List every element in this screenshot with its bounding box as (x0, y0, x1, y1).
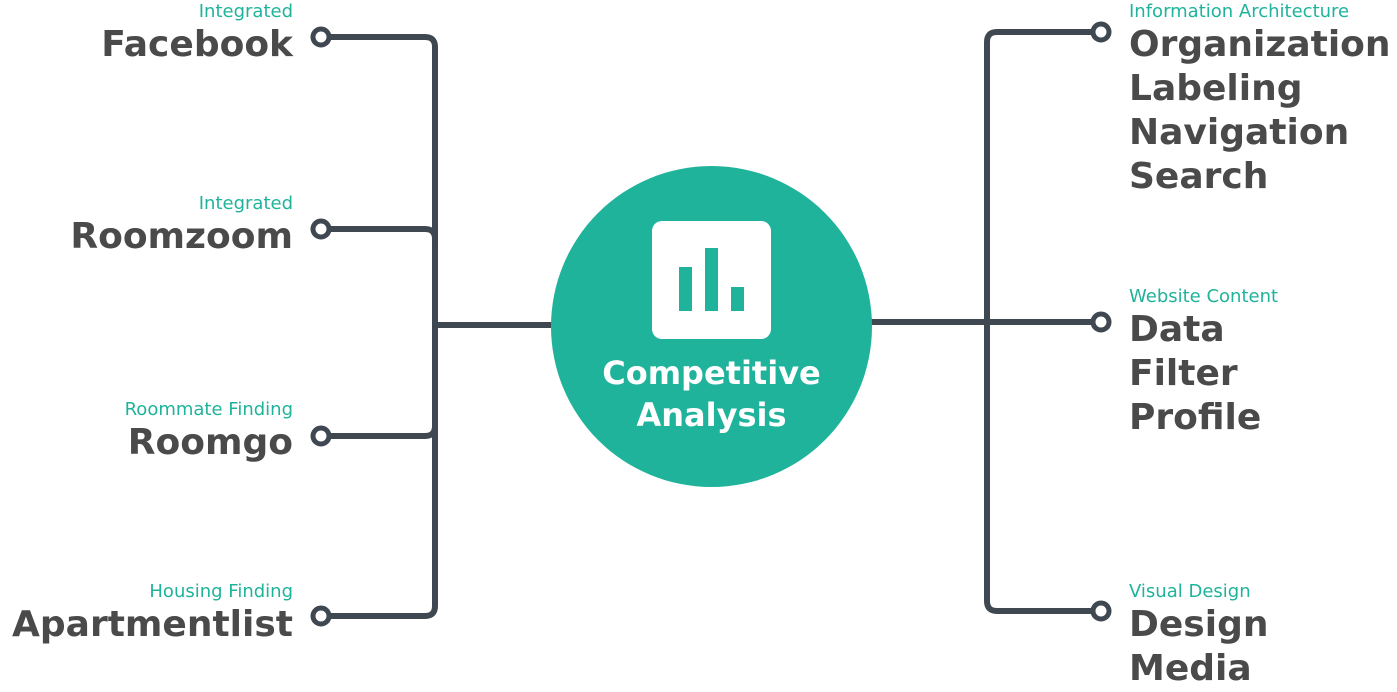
left-branch-roomgo: Roommate Finding Roomgo (0, 399, 293, 465)
branch-category: Website Content (1129, 286, 1279, 307)
branch-name: Roomzoom (70, 216, 293, 257)
node-dot-visual (1090, 600, 1112, 622)
left-branch-roomzoom: Integrated Roomzoom (0, 193, 293, 259)
right-branch-visual-design: Visual Design Design Media (1129, 581, 1397, 691)
branch-name: Roomgo (127, 422, 293, 463)
branch-category: Housing Finding (149, 581, 293, 602)
right-branch-website-content: Website Content Data Filter Profile (1129, 286, 1397, 440)
center-title-line-2: Analysis (636, 396, 787, 434)
node-dot-roomgo (310, 425, 332, 447)
bar-chart-icon-bar-2 (705, 248, 718, 311)
right-branch-information-architecture: Information Architecture Organization La… (1129, 1, 1397, 199)
left-branch-apartmentlist: Housing Finding Apartmentlist (0, 581, 293, 647)
left-branch-roomzoom-line (327, 226, 438, 242)
center-title: Competitive Analysis (551, 352, 872, 436)
branch-item: Organization (1129, 24, 1391, 65)
right-branch-ia-line (984, 29, 1095, 614)
branch-name: Apartmentlist (12, 604, 293, 645)
left-branch-roomgo-line (327, 423, 438, 439)
branch-item: Labeling (1129, 68, 1303, 109)
branch-category: Integrated (198, 193, 293, 214)
branch-item: Search (1129, 156, 1269, 197)
branch-item: Design (1129, 604, 1269, 645)
branch-category: Visual Design (1129, 581, 1251, 602)
branch-category: Information Architecture (1129, 1, 1350, 22)
node-dot-ia (1090, 21, 1112, 43)
branch-category: Roommate Finding (124, 399, 293, 420)
center-title-line-1: Competitive (602, 354, 821, 392)
bar-chart-icon-bar-1 (679, 267, 692, 311)
left-branch-facebook: Integrated Facebook (0, 1, 293, 67)
branch-item: Data (1129, 309, 1225, 350)
branch-item: Media (1129, 648, 1252, 689)
branch-category: Integrated (198, 1, 293, 22)
branch-name: Facebook (101, 24, 293, 65)
left-branch-facebook-line (327, 34, 438, 328)
node-dot-facebook (310, 26, 332, 48)
node-dot-content (1090, 311, 1112, 333)
node-dot-apartmentlist (310, 605, 332, 627)
left-branch-apartmentlist-line (327, 322, 438, 619)
bar-chart-icon-bar-3 (731, 287, 744, 311)
branch-item: Filter (1129, 353, 1238, 394)
node-dot-roomzoom (310, 218, 332, 240)
branch-item: Navigation (1129, 112, 1350, 153)
branch-item: Profile (1129, 397, 1262, 438)
bar-chart-icon (652, 221, 771, 339)
